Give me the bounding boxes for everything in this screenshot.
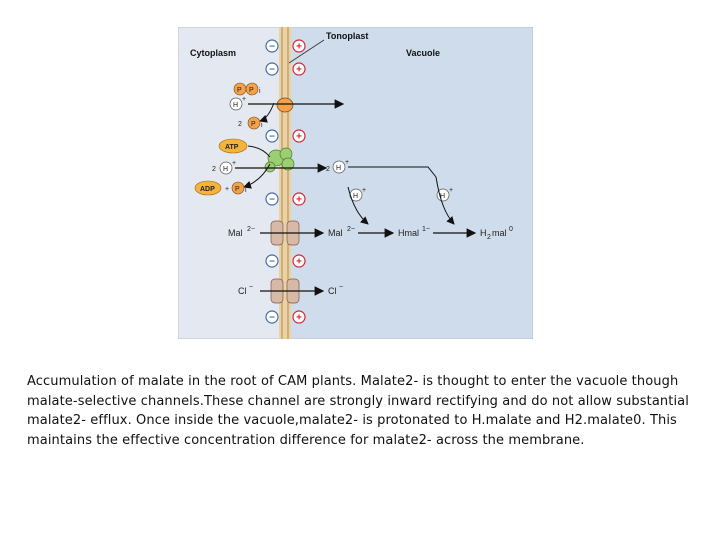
svg-text:ADP: ADP [200,186,215,193]
svg-text:H: H [223,166,228,173]
tonoplast-label: Tonoplast [326,31,368,41]
svg-text:+: + [362,187,366,194]
figure-caption: Accumulation of malate in the root of CA… [27,372,695,450]
malate-transport-diagram: Cytoplasm Vacuole Tonoplast − + − + − + − + − + − +… [178,27,533,339]
minus-charge-symbol: − [269,313,275,324]
svg-text:mal: mal [492,228,507,238]
svg-text:P: P [237,87,242,94]
svg-text:2: 2 [487,234,491,241]
minus-charge-symbol: − [269,132,275,143]
svg-text:+: + [232,160,236,167]
plus-charge-symbol: + [296,195,302,206]
svg-text:+: + [345,159,349,166]
svg-text:−: − [339,284,343,291]
svg-text:H: H [336,165,341,172]
pyrophosphatase-pump [277,98,293,112]
minus-charge-symbol: − [269,195,275,206]
diagram-canvas: Cytoplasm Vacuole Tonoplast − + − + − + − + − + − +… [178,27,533,339]
minus-charge-symbol: − [269,65,275,76]
chloride-vacuole: Cl [328,286,337,296]
plus-charge-symbol: + [296,65,302,76]
svg-text:−: − [249,284,253,291]
malate-cytoplasm: Mal [228,228,243,238]
svg-text:1−: 1− [422,226,430,233]
hmalate-vacuole: Hmal [398,228,419,238]
svg-text:0: 0 [509,226,513,233]
plus-charge-symbol: + [296,313,302,324]
plus-charge-symbol: + [296,42,302,53]
svg-text:P: P [235,186,240,193]
svg-text:H: H [353,193,358,200]
svg-text:H: H [233,102,238,109]
plus-charge-symbol: + [296,132,302,143]
minus-charge-symbol: − [269,42,275,53]
cytoplasm-label: Cytoplasm [190,48,236,58]
svg-text:ATP: ATP [225,144,239,151]
svg-text:+: + [449,187,453,194]
malate-vacuole: Mal [328,228,343,238]
svg-text:2: 2 [212,166,216,173]
chloride-cytoplasm: Cl [238,286,247,296]
svg-text:+: + [242,96,246,103]
h2malate-vacuole: H [480,228,487,238]
svg-text:2−: 2− [247,226,255,233]
vacuole-region [285,27,533,339]
minus-charge-symbol: − [269,257,275,268]
svg-text:+: + [225,186,229,193]
vacuole-label: Vacuole [406,48,440,58]
plus-charge-symbol: + [296,257,302,268]
svg-text:2−: 2− [347,226,355,233]
svg-text:P: P [249,87,254,94]
two-pi-count: 2 [238,121,242,128]
svg-text:P: P [251,121,256,128]
svg-text:2: 2 [326,166,330,173]
